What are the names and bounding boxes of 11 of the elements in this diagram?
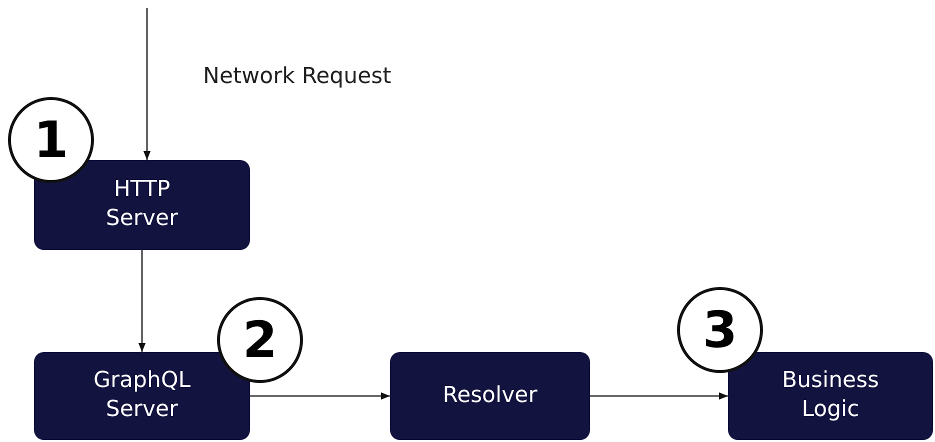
process-box: Business Logic bbox=[728, 352, 933, 440]
process-box: Resolver bbox=[390, 352, 590, 440]
note-text: Network Request bbox=[203, 64, 392, 89]
arrow bbox=[590, 392, 728, 400]
step-number-circle: 3 bbox=[677, 287, 763, 373]
arrow bbox=[138, 250, 146, 352]
process-box: HTTP Server bbox=[34, 160, 250, 250]
arrow bbox=[143, 8, 151, 160]
arrow bbox=[250, 392, 390, 400]
step-number-circle: 1 bbox=[8, 97, 94, 183]
step-number-circle: 2 bbox=[217, 297, 303, 383]
